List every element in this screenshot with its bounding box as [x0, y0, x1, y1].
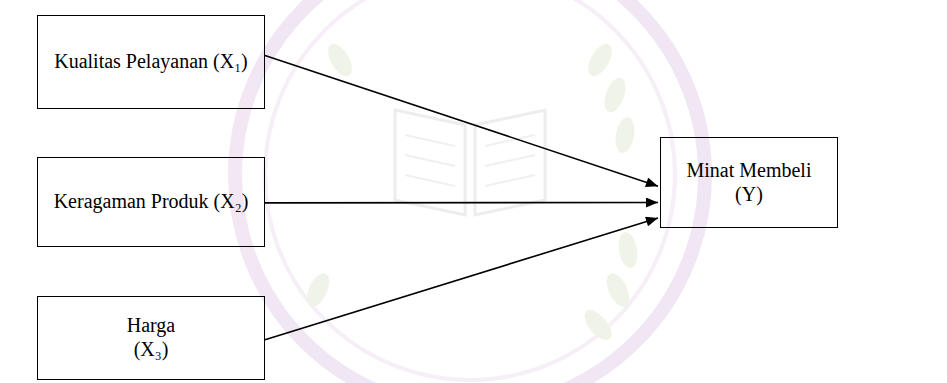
logo-book-lines — [405, 135, 535, 186]
box-label: Harga (X₃) — [115, 314, 187, 361]
box-label: Keragaman Produk (X₂) — [54, 190, 249, 214]
process-box: Minat Membeli (Y) — [660, 137, 838, 228]
logo-book-right — [475, 110, 545, 215]
arrow-connector — [265, 202, 658, 204]
logo-laurel — [302, 40, 640, 345]
logo-book-left — [395, 110, 465, 215]
arrow-connector — [265, 55, 658, 186]
process-box: Kualitas Pelayanan (X₁) — [37, 15, 265, 109]
logo-ring — [235, 0, 705, 383]
box-label: Minat Membeli (Y) — [674, 159, 824, 206]
arrow-connector — [265, 218, 658, 340]
process-box: Harga (X₃) — [37, 296, 265, 380]
process-box: Keragaman Produk (X₂) — [37, 157, 265, 247]
box-label: Kualitas Pelayanan (X₁) — [54, 50, 248, 74]
logo-inner-ring — [265, 0, 675, 380]
